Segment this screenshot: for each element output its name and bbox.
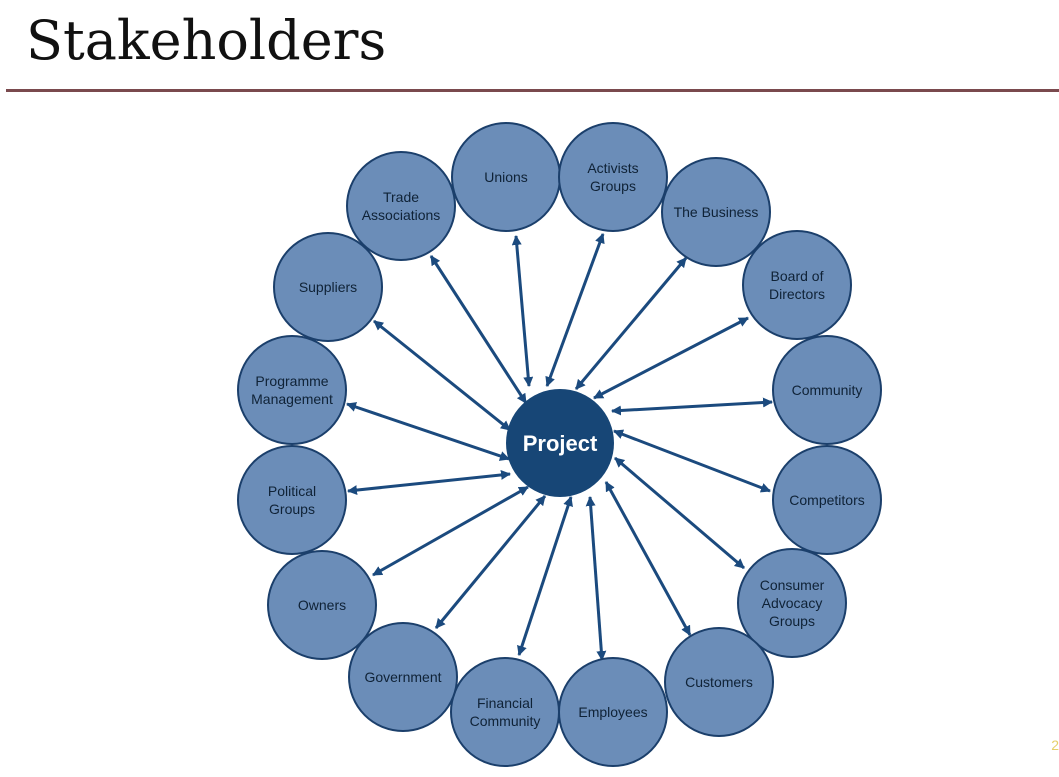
hub-circle <box>506 389 614 497</box>
arrow-suppliers <box>373 319 511 432</box>
node-suppliers: Suppliers <box>273 232 383 342</box>
node-circle <box>450 657 560 767</box>
arrow-board-of-directors <box>593 316 749 400</box>
node-label: Financial <box>477 695 533 711</box>
hub-layer: Project <box>506 389 614 497</box>
node-label: Unions <box>484 169 528 185</box>
arrow-programme-management <box>346 402 510 461</box>
node-government: Government <box>348 622 458 732</box>
node-owners: Owners <box>267 550 377 660</box>
node-label: Community <box>470 713 541 729</box>
node-circle <box>742 230 852 340</box>
node-label: Government <box>364 669 441 685</box>
node-circle <box>664 627 774 737</box>
arrow-the-business <box>574 257 688 390</box>
node-circle <box>772 335 882 445</box>
node-label: Groups <box>769 613 815 629</box>
node-label: Board of <box>771 268 824 284</box>
node-label: Advocacy <box>762 595 823 611</box>
node-circle <box>237 445 347 555</box>
arrow-competitors <box>613 429 771 493</box>
node-label: Programme <box>255 373 328 389</box>
node-label: Directors <box>769 286 825 302</box>
arrow-employees <box>585 496 607 661</box>
node-competitors: Competitors <box>772 445 882 555</box>
node-circle <box>237 335 347 445</box>
node-label: Groups <box>590 178 636 194</box>
arrow-government <box>434 495 547 629</box>
node-label: Competitors <box>789 492 864 508</box>
node-the-business: The Business <box>661 157 771 267</box>
node-circle <box>267 550 377 660</box>
page-number: 2 <box>1051 737 1059 753</box>
arrow-owners <box>372 485 529 577</box>
arrow-trade-associations <box>429 255 528 404</box>
node-label: Associations <box>362 207 441 223</box>
arrow-activists-groups <box>545 233 605 387</box>
node-circle <box>772 445 882 555</box>
node-label: Consumer <box>760 577 825 593</box>
node-circle <box>661 157 771 267</box>
node-unions: Unions <box>451 122 561 232</box>
node-label: Employees <box>578 704 647 720</box>
node-circle <box>737 548 847 658</box>
node-label: Groups <box>269 501 315 517</box>
node-circle <box>558 122 668 232</box>
arrow-customers <box>604 481 692 636</box>
node-circle <box>273 232 383 342</box>
node-circle <box>348 622 458 732</box>
arrow-financial-community <box>517 496 573 656</box>
arrow-political-groups <box>347 469 511 496</box>
hub-project: Project <box>506 389 614 497</box>
slide-title: Stakeholders <box>26 9 387 72</box>
arrow-unions <box>511 235 534 387</box>
node-circle <box>346 151 456 261</box>
node-board-of-directors: Board of Directors <box>742 230 852 340</box>
node-customers: Customers <box>664 627 774 737</box>
node-label: Trade <box>383 189 419 205</box>
node-label: Customers <box>685 674 753 690</box>
hub-label: Project <box>523 431 598 456</box>
node-label: The Business <box>674 204 759 220</box>
node-label: Activists <box>587 160 638 176</box>
node-employees: Employees <box>558 657 668 767</box>
arrow-layer <box>346 233 773 661</box>
node-label: Owners <box>298 597 346 613</box>
node-label: Management <box>251 391 333 407</box>
node-label: Community <box>792 382 863 398</box>
node-community: Community <box>772 335 882 445</box>
node-label: Suppliers <box>299 279 357 295</box>
node-label: Political <box>268 483 316 499</box>
arrow-community <box>611 397 773 416</box>
title-divider <box>6 89 1059 92</box>
